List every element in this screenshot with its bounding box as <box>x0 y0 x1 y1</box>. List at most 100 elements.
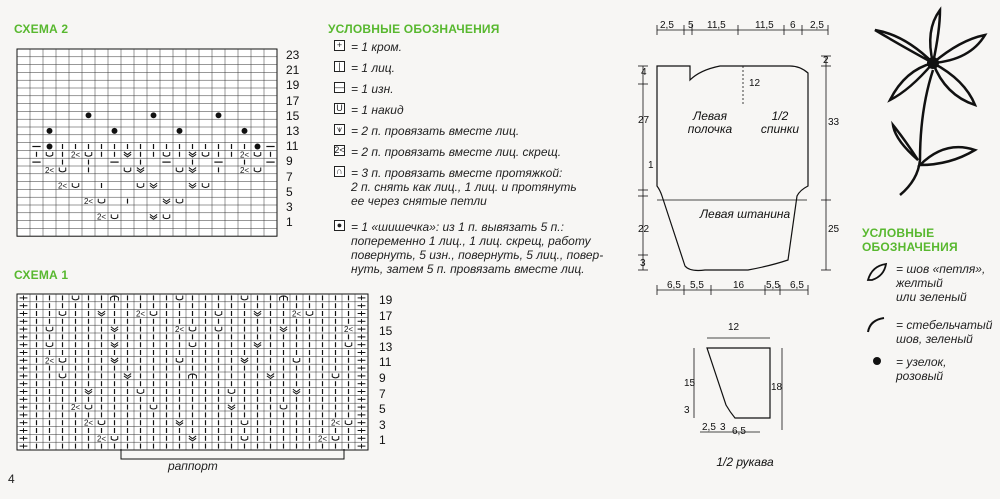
sleeve-left-value: 15 <box>684 378 696 389</box>
scheme1-k2tog-mark <box>188 435 197 442</box>
scheme2-row-number: 5 <box>286 184 293 199</box>
scheme2-k2tog-mark <box>188 151 197 158</box>
scheme2-row-number: 1 <box>286 215 293 230</box>
scheme1-yarnover-mark <box>175 295 184 301</box>
scheme2-row-number: 13 <box>286 124 300 138</box>
scheme1-k2tog-tbl-mark: 2< <box>344 325 353 334</box>
right-dimension-value: 25 <box>828 224 840 235</box>
scheme2-yarnover-mark <box>162 214 171 220</box>
scheme2-yarnover-mark <box>253 167 262 173</box>
scheme1-row-number: 13 <box>379 339 393 354</box>
scheme1-k2tog-mark <box>240 357 249 364</box>
scheme1-yarnover-mark <box>305 311 314 316</box>
scheme2-k2tog-mark <box>123 151 132 158</box>
scheme2-row-number: 19 <box>286 78 300 93</box>
legend-item: —= 1 изн. <box>334 82 394 96</box>
bottom-dimension-value: 6,5 <box>667 280 681 291</box>
scheme1-yarnover-mark <box>136 389 145 394</box>
scheme2-yarnover-mark <box>58 167 67 173</box>
scheme1-cdd-mark <box>188 373 197 379</box>
inner-dimension-value: 12 <box>749 78 761 89</box>
sleeve-bottom-value: 6,5 <box>732 426 746 437</box>
legend-item: 2<= 2 п. провязать вместе лиц. скрещ. <box>334 145 561 159</box>
right-dimension-value: 33 <box>828 117 840 128</box>
scheme1-k2tog-mark <box>110 341 119 348</box>
loop-stitch-icon <box>866 262 888 281</box>
label-half-sleeve: 1/2 рукава <box>716 455 774 469</box>
scheme1-k2tog-mark <box>110 357 119 364</box>
scheme1-k2tog-mark <box>279 326 288 333</box>
repeat-bracket <box>120 449 345 460</box>
legend-symbol-icon: ● <box>334 220 345 231</box>
scheme1-k2tog-tbl-mark: 2< <box>292 310 301 319</box>
scheme2-row-number: 3 <box>286 200 293 214</box>
legend-item: ● = 1 «шишечка»: из 1 п. вывязать 5 п.: п… <box>334 220 603 276</box>
scheme1-cdd-mark <box>279 295 288 301</box>
scheme1-k2tog-tbl-mark: 2< <box>175 325 184 334</box>
scheme1-yarnover-mark <box>97 420 106 426</box>
scheme2-yarnover-mark <box>253 151 262 157</box>
scheme2-bobble-mark <box>176 127 183 134</box>
top-dimension-value: 2,5 <box>660 20 674 31</box>
stem <box>899 69 935 196</box>
legend-text: = 1 накид <box>351 103 404 117</box>
scheme1-cdd-mark <box>110 295 119 301</box>
repeat-label: раппорт <box>168 459 218 473</box>
scheme2-bobble-mark <box>46 143 53 150</box>
scheme1-row-number: 7 <box>379 386 386 401</box>
sleeve-pattern-outline <box>706 347 771 419</box>
scheme1-k2tog-mark <box>253 310 262 317</box>
bottom-dimension-value: 16 <box>733 280 745 291</box>
scheme2-row-number: 17 <box>286 93 300 108</box>
scheme2-title: СХЕМА 2 <box>14 22 69 36</box>
scheme1-yarnover-mark <box>149 404 158 410</box>
scheme1-k2tog-tbl-mark: 2< <box>45 356 54 365</box>
scheme2-row-number: 11 <box>286 139 299 154</box>
scheme1-yarnover-mark <box>110 435 119 441</box>
left-dimension-value: 4 <box>641 67 647 78</box>
left-dimension-value: 22 <box>638 224 650 235</box>
top-dimension-value: 11,5 <box>707 20 726 31</box>
scheme1-row-number: 5 <box>379 402 386 417</box>
scheme1-yarnover-mark <box>344 342 353 348</box>
scheme1-k2tog-tbl-mark: 2< <box>71 403 80 412</box>
petal <box>874 28 934 65</box>
embroidery-legend-item: = шов «петля», желтый или зеленый <box>896 262 986 304</box>
scheme1-yarnover-mark <box>58 373 67 379</box>
scheme1-row-number: 15 <box>379 324 393 339</box>
scheme1-yarnover-mark <box>84 404 93 410</box>
scheme2-yarnover-mark <box>136 183 145 188</box>
scheme2-yarnover-mark <box>97 198 106 204</box>
scheme1-k2tog-mark <box>110 326 119 333</box>
sleeve-right-value: 18 <box>771 382 783 393</box>
french-knot-icon <box>873 357 881 365</box>
scheme2-row-number: 23 <box>286 48 300 62</box>
scheme1-yarnover-mark <box>344 420 353 426</box>
legend-text: = 1 «шишечка»: из 1 п. вывязать 5 п.: по… <box>351 220 604 276</box>
petal <box>887 60 937 103</box>
scheme1-yarnover-mark <box>292 357 301 363</box>
scheme2-row-number: 7 <box>286 169 293 184</box>
scheme1-yarnover-mark <box>188 326 197 332</box>
scheme2-k2tog-tbl-mark: 2< <box>84 197 93 206</box>
bottom-dimension-value: 5,5 <box>690 280 704 291</box>
scheme1-title: СХЕМА 1 <box>14 268 69 282</box>
legend-symbol-icon: + <box>334 40 345 51</box>
scheme2-bobble-mark <box>215 112 222 119</box>
scheme1-row-number: 3 <box>379 417 386 432</box>
scheme1-yarnover-mark <box>214 311 223 316</box>
body-pattern-outline <box>656 65 809 272</box>
scheme1-row-number: 1 <box>379 433 386 448</box>
scheme2-yarnover-mark <box>71 183 80 188</box>
page-number: 4 <box>8 472 15 486</box>
scheme1-k2tog-tbl-mark: 2< <box>331 419 340 428</box>
scheme1-yarnover-mark <box>331 435 340 441</box>
legend-text: = 2 п. провязать вместе лиц. скрещ. <box>351 145 562 159</box>
legend-text: = 1 кром. <box>351 40 402 54</box>
scheme1-yarnover-mark <box>227 389 236 394</box>
scheme1-yarnover-mark <box>279 404 288 410</box>
scheme1-k2tog-mark <box>253 341 262 348</box>
